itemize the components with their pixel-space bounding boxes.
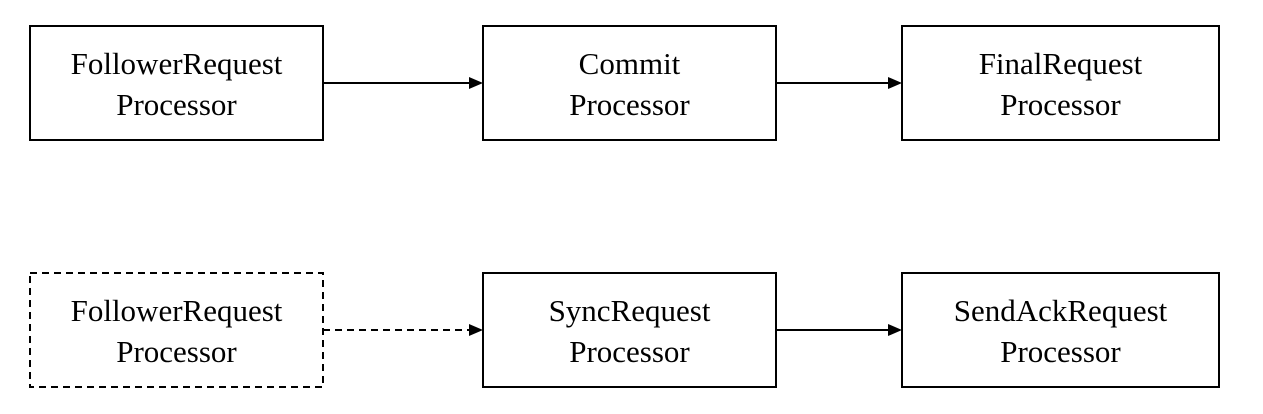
node-follower-request-top-line1: FollowerRequest	[71, 46, 283, 81]
node-follower-request-bottom-line2: Processor	[116, 334, 237, 369]
arrow-head-icon	[888, 324, 902, 336]
edge-sync-request-to-send-ack-request	[776, 324, 902, 336]
node-commit: Commit Processor	[482, 25, 777, 141]
arrow-head-icon	[469, 77, 483, 89]
node-follower-request-top-line2: Processor	[116, 87, 237, 122]
node-final-request-box	[901, 25, 1220, 141]
node-final-request-line1: FinalRequest	[979, 46, 1143, 81]
arrow-head-icon	[469, 324, 483, 336]
node-commit-line1: Commit	[579, 46, 681, 81]
edge-follower-request-bottom-to-sync-request	[323, 324, 483, 336]
node-sync-request: SyncRequest Processor	[482, 272, 777, 388]
node-send-ack-request-line1: SendAckRequest	[954, 293, 1168, 328]
edge-follower-request-top-to-commit	[323, 77, 483, 89]
arrow-head-icon	[888, 77, 902, 89]
node-follower-request-top: FollowerRequest Processor	[29, 25, 324, 141]
node-sync-request-box	[482, 272, 777, 388]
node-commit-box	[482, 25, 777, 141]
node-follower-request-bottom-line1: FollowerRequest	[71, 293, 283, 328]
node-final-request-line2: Processor	[1000, 87, 1121, 122]
edge-commit-to-final-request	[776, 77, 902, 89]
node-final-request: FinalRequest Processor	[901, 25, 1220, 141]
node-send-ack-request: SendAckRequest Processor	[901, 272, 1220, 388]
node-follower-request-bottom: FollowerRequest Processor	[29, 272, 324, 388]
node-commit-line2: Processor	[569, 87, 690, 122]
node-follower-request-bottom-box	[29, 272, 324, 388]
node-sync-request-line2: Processor	[569, 334, 690, 369]
node-send-ack-request-box	[901, 272, 1220, 388]
node-sync-request-line1: SyncRequest	[549, 293, 711, 328]
node-send-ack-request-line2: Processor	[1000, 334, 1121, 369]
node-follower-request-top-box	[29, 25, 324, 141]
